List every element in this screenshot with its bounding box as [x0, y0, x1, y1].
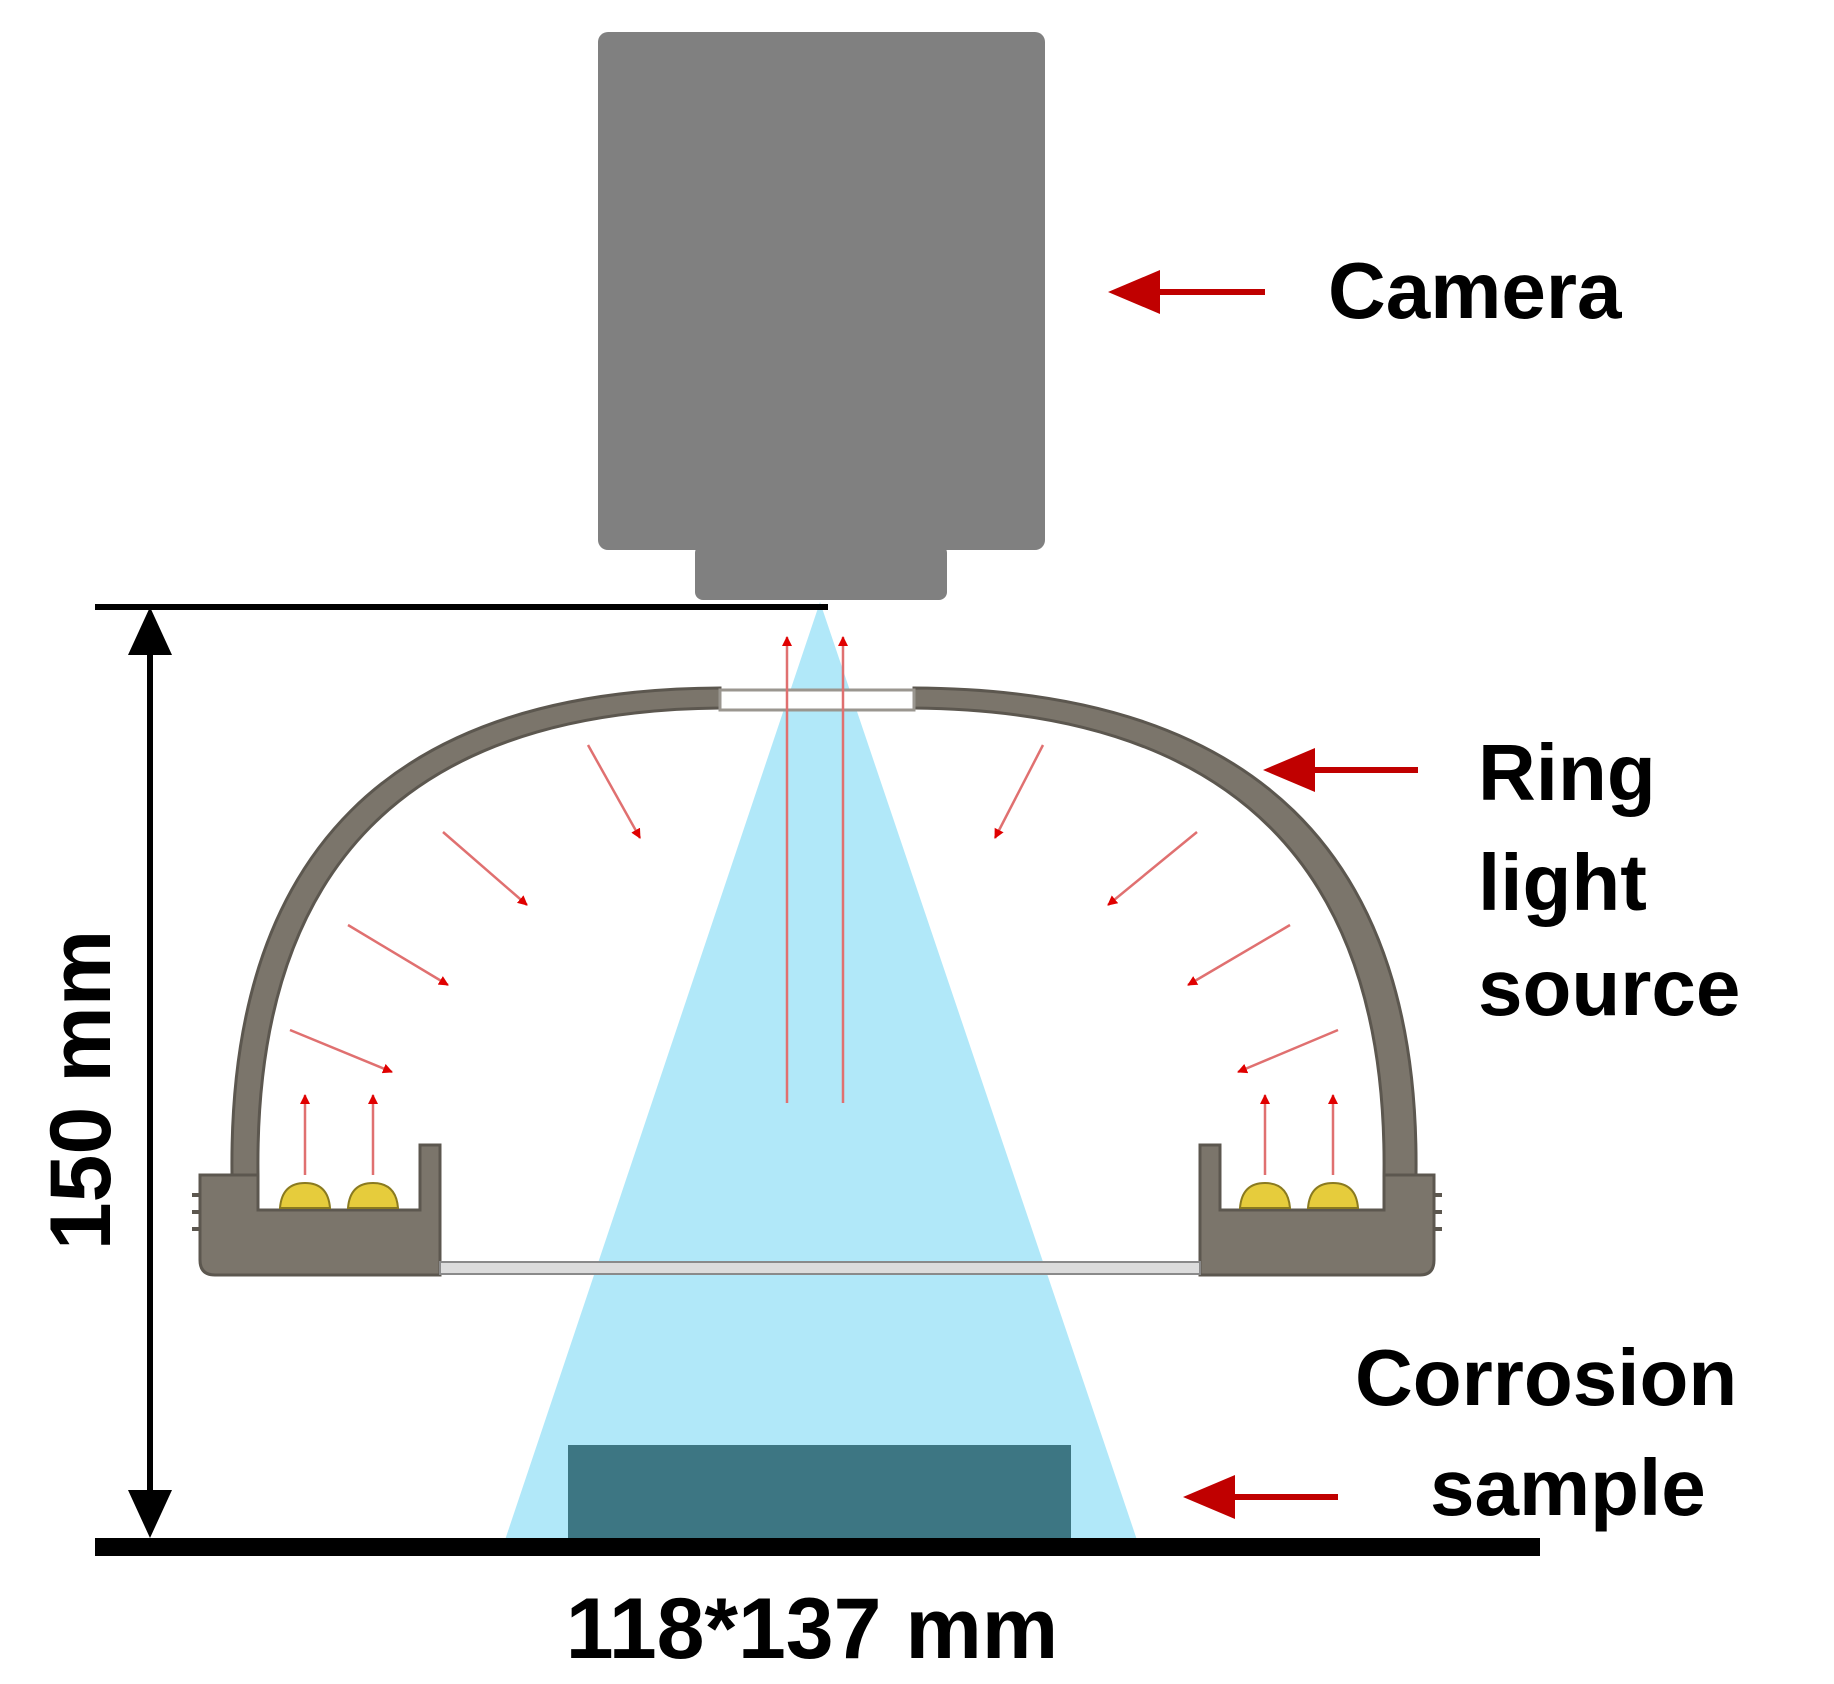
camera [598, 32, 1045, 600]
base-right-ribs [1434, 1193, 1442, 1231]
corrosion-sample-label-line-2: sample [1430, 1443, 1706, 1532]
ring-light-label-line-1: Ring [1478, 728, 1656, 817]
camera-label: Camera [1328, 246, 1622, 335]
height-dimension-label: 150 mm [33, 930, 129, 1250]
camera-field-of-view [505, 602, 1137, 1540]
bottom-glass [439, 1261, 1201, 1275]
sample-pointer-arrow [1183, 1475, 1338, 1519]
corrosion-sample [568, 1445, 1071, 1543]
base-right [1198, 1143, 1436, 1277]
corrosion-sample-label-line-1: Corrosion [1355, 1333, 1737, 1422]
ring-light-pointer-arrow [1263, 748, 1418, 792]
pointer-arrows [1108, 270, 1418, 1519]
height-dimension [95, 604, 828, 1538]
camera-body [598, 32, 1045, 550]
camera-lens-mount [695, 545, 947, 600]
base-left [198, 1143, 442, 1277]
base-plate [95, 1538, 1540, 1556]
camera-pointer-arrow [1108, 270, 1265, 314]
ring-light-housing [192, 686, 1442, 1277]
ring-light-label-line-3: source [1478, 943, 1740, 1032]
base-left-ribs [192, 1193, 200, 1231]
led-group-right [1238, 1181, 1360, 1209]
dome-right [912, 686, 1418, 1177]
top-window [718, 688, 916, 712]
ring-light-label-line-2: light [1478, 838, 1647, 927]
led-group-left [278, 1181, 400, 1209]
light-rays [289, 636, 1339, 1175]
field-dimension-label: 118*137 mm [566, 1581, 1059, 1677]
